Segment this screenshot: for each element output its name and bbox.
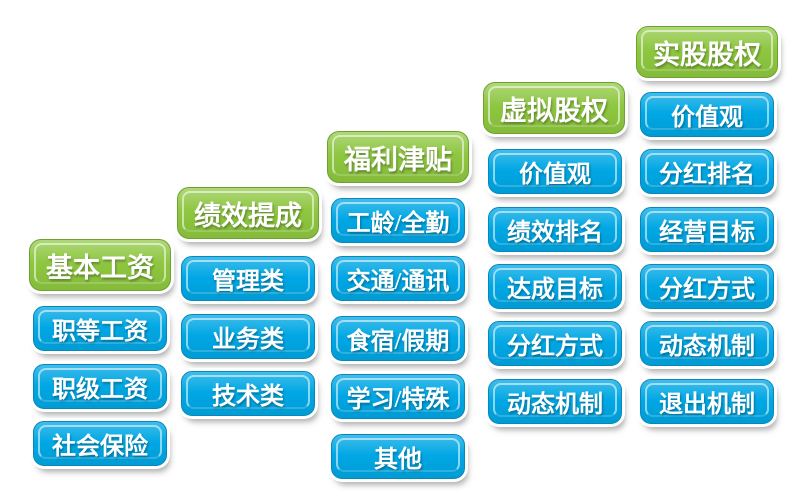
item-board-holiday: 食宿/假期	[331, 316, 465, 361]
header-performance-commission: 绩效提成	[177, 187, 319, 239]
item-technical-type: 技术类	[181, 371, 315, 416]
header-welfare-allowance: 福利津贴	[327, 131, 469, 183]
item-values-virtual: 价值观	[488, 149, 622, 194]
item-dividend-method-real: 分红方式	[640, 264, 774, 309]
item-performance-ranking: 绩效排名	[488, 207, 622, 252]
item-grade-salary: 职等工资	[33, 306, 167, 351]
item-management-type: 管理类	[181, 256, 315, 301]
item-dividend-ranking: 分红排名	[640, 149, 774, 194]
item-social-insurance: 社会保险	[33, 421, 167, 466]
item-rank-salary: 职级工资	[33, 364, 167, 409]
item-goal-achievement: 达成目标	[488, 264, 622, 309]
item-business-type: 业务类	[181, 314, 315, 359]
item-exit-mechanism: 退出机制	[640, 379, 774, 424]
item-dynamic-mechanism-real: 动态机制	[640, 321, 774, 366]
item-seniority-attendance: 工龄/全勤	[331, 198, 465, 243]
header-real-equity: 实股股权	[636, 26, 778, 78]
item-other: 其他	[331, 434, 465, 479]
item-operating-goal: 经营目标	[640, 207, 774, 252]
item-transport-communication: 交通/通讯	[331, 256, 465, 301]
header-virtual-equity: 虚拟股权	[483, 82, 625, 134]
item-values-real: 价值观	[640, 92, 774, 137]
item-dividend-method-virtual: 分红方式	[488, 321, 622, 366]
header-basic-salary: 基本工资	[29, 239, 171, 291]
item-dynamic-mechanism-virtual: 动态机制	[488, 379, 622, 424]
item-study-special: 学习/特殊	[331, 374, 465, 419]
